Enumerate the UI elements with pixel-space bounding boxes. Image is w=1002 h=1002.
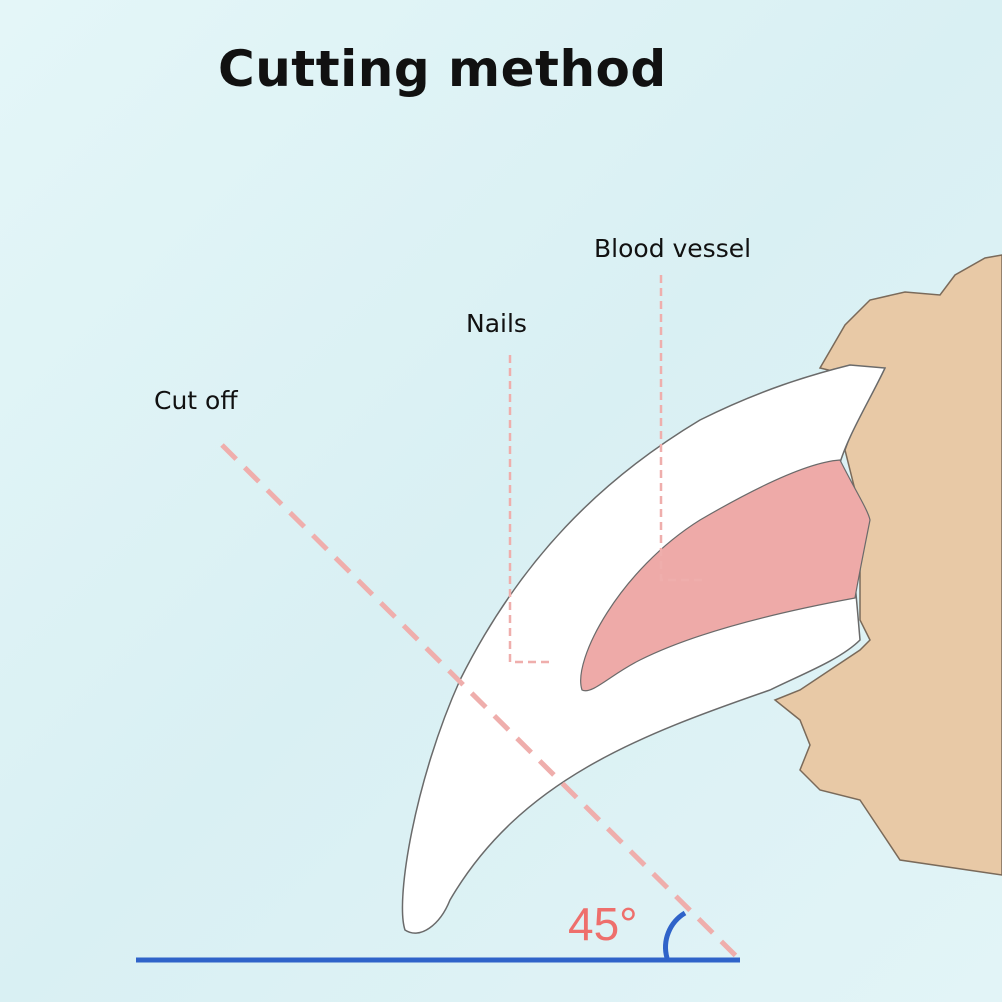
angle-arc-icon [663,910,687,959]
angle-label: 45° [568,898,638,950]
cut-line [220,443,740,960]
nails-label: Nails [466,309,527,338]
blood-vessel [580,459,871,692]
nails-leader-line [508,355,550,664]
cut-off-label: Cut off [154,386,238,415]
blood-vessel-label: Blood vessel [594,234,752,263]
blood-vessel-leader-line [659,275,702,582]
page-title: Cutting method [218,40,667,98]
paw [773,254,1002,876]
